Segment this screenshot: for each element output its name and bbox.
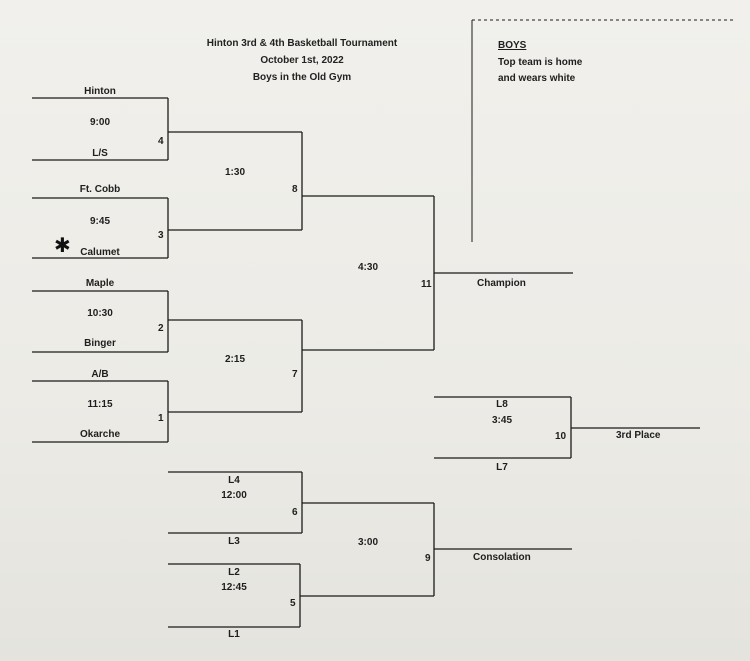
g11-time: 4:30 <box>357 262 379 273</box>
g3-team-bottom: Calumet <box>80 247 120 258</box>
g6-team-top: L4 <box>228 475 240 486</box>
g2-team-top: Maple <box>85 278 115 289</box>
asterisk-mark: ✱ <box>54 235 71 257</box>
g3-team-top: Ft. Cobb <box>79 184 121 195</box>
g9-number: 9 <box>425 553 431 564</box>
champion-label: Champion <box>477 278 526 289</box>
g8-time: 1:30 <box>224 167 246 178</box>
g3-number: 3 <box>158 230 164 241</box>
g6-time: 12:00 <box>221 490 247 501</box>
note-line-1: Top team is home <box>498 57 583 68</box>
consolation-label: Consolation <box>473 552 531 563</box>
g2-time: 10:30 <box>87 308 113 319</box>
g7-time: 2:15 <box>224 354 246 365</box>
g5-number: 5 <box>290 598 296 609</box>
g1-number: 1 <box>158 413 164 424</box>
tournament-location: Boys in the Old Gym <box>252 72 352 83</box>
g4-team-bottom: L/S <box>92 148 108 159</box>
tournament-date: October 1st, 2022 <box>260 55 344 66</box>
g10-team-bottom: L7 <box>496 462 508 473</box>
note-line-2: and wears white <box>498 73 576 84</box>
g8-number: 8 <box>292 184 298 195</box>
g1-team-top: A/B <box>91 369 109 380</box>
g6-team-bottom: L3 <box>228 536 240 547</box>
g5-team-bottom: L1 <box>228 629 240 640</box>
g4-number: 4 <box>158 136 164 147</box>
g7-number: 7 <box>292 369 298 380</box>
g1-team-bottom: Okarche <box>79 429 121 440</box>
g1-time: 11:15 <box>87 399 113 410</box>
third-place-label: 3rd Place <box>616 430 661 441</box>
g11-number: 11 <box>421 279 432 290</box>
tournament-title: Hinton 3rd & 4th Basketball Tournament <box>206 38 398 49</box>
g4-team-top: Hinton <box>84 86 116 97</box>
g3-time: 9:45 <box>89 216 111 227</box>
g5-time: 12:45 <box>221 582 247 593</box>
g2-number: 2 <box>158 323 164 334</box>
g9-time: 3:00 <box>357 537 379 548</box>
g6-number: 6 <box>292 507 298 518</box>
g10-time: 3:45 <box>491 415 513 426</box>
g2-team-bottom: Binger <box>84 338 116 349</box>
g5-team-top: L2 <box>228 567 240 578</box>
g10-team-top: L8 <box>496 399 508 410</box>
note-title: BOYS <box>498 40 527 51</box>
g10-number: 10 <box>555 431 567 442</box>
g4-time: 9:00 <box>89 117 111 128</box>
